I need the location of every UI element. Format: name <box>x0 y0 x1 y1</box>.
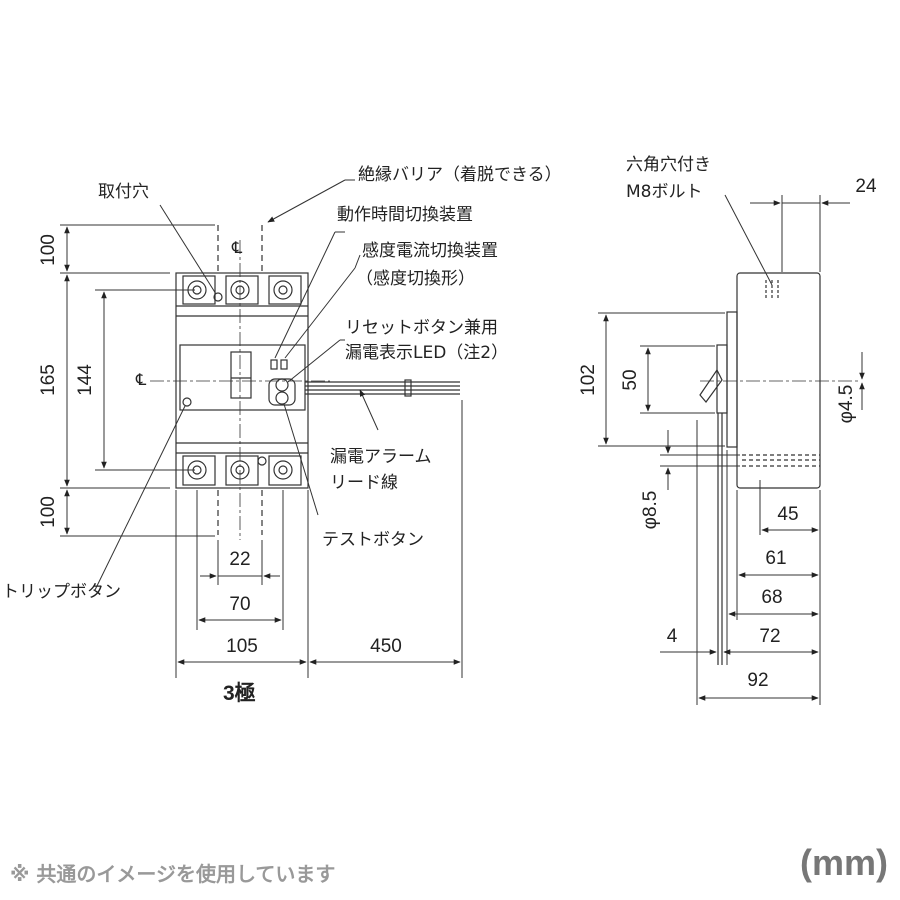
label-test-button: テストボタン <box>322 530 424 550</box>
trip-button <box>182 397 192 407</box>
dim-height-50: 50 <box>620 369 641 390</box>
label-sensitivity-switch-1: 感度電流切換装置 <box>362 241 498 261</box>
mounting-hole-top <box>213 292 223 302</box>
test-button <box>275 391 289 405</box>
dim-body-width: 105 <box>226 636 258 657</box>
cover-panel <box>179 344 306 411</box>
dim-depth-72: 72 <box>759 626 780 647</box>
label-insulation-barrier: 絶縁バリア（着脱できる） <box>358 165 562 185</box>
bottom-terminals <box>182 455 302 486</box>
handle <box>230 351 252 399</box>
dim-depth-68: 68 <box>761 587 782 608</box>
dim-mount-pitch: 144 <box>75 364 96 396</box>
operating-time-switch <box>270 359 278 370</box>
centerline-symbol-horizontal: ℄ <box>135 372 147 389</box>
label-hex-bolt-2: M8ボルト <box>626 182 702 202</box>
top-terminals <box>182 275 302 305</box>
dim-offset-4: 4 <box>667 626 678 647</box>
pole-label: 3極 <box>223 681 256 705</box>
label-mounting-hole: 取付穴 <box>98 182 149 202</box>
dim-depth-61: 61 <box>765 548 786 569</box>
mounting-hole-bottom <box>257 456 267 466</box>
front-leader-lines <box>94 179 379 591</box>
unit-label: (mm) <box>800 842 888 883</box>
dim-mount-width: 70 <box>229 594 250 615</box>
sensitivity-switch <box>280 359 288 370</box>
label-alarm-lead-2: リード線 <box>330 473 398 493</box>
dim-dia-8-5: φ8.5 <box>640 491 661 530</box>
side-cover <box>726 311 738 448</box>
label-operating-time-switch: 動作時間切換装置 <box>337 205 473 225</box>
dim-depth-45: 45 <box>777 504 798 525</box>
centerline-symbol-vertical: ℄ <box>231 240 243 257</box>
label-trip-button: トリップボタン <box>2 582 121 602</box>
dim-body-height: 165 <box>38 364 59 396</box>
dim-lead-length: 450 <box>370 636 402 657</box>
side-handle <box>699 368 723 403</box>
dim-depth-92: 92 <box>747 670 768 691</box>
side-body <box>736 272 821 489</box>
dim-bolt-offset: 24 <box>855 176 877 197</box>
breaker-body <box>175 272 309 489</box>
dim-bottom-terminal: 100 <box>38 496 59 528</box>
label-alarm-lead-1: 漏電アラーム <box>330 447 432 467</box>
label-reset-button-2: 漏電表示LED（注2） <box>345 343 508 363</box>
dim-pole-pitch: 22 <box>229 549 250 570</box>
footer-note: ※ 共通のイメージを使用しています <box>10 862 336 886</box>
label-hex-bolt-1: 六角穴付き <box>626 155 711 175</box>
label-sensitivity-switch-2: （感度切換形） <box>356 269 475 289</box>
dim-top-terminal: 100 <box>38 234 59 266</box>
front-dimension-lines <box>60 224 463 678</box>
dim-height-102: 102 <box>578 364 599 396</box>
label-reset-button-1: リセットボタン兼用 <box>345 318 498 338</box>
dim-dia-4-5: φ4.5 <box>836 385 857 424</box>
side-dimension-lines <box>598 194 865 705</box>
